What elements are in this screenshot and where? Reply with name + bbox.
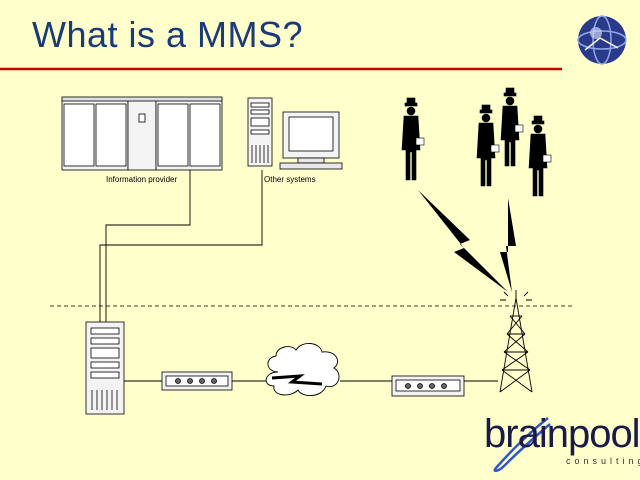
lightning-bolt-left-icon xyxy=(418,190,508,292)
modem-left-icon xyxy=(161,371,233,391)
person-icon xyxy=(401,97,425,181)
cell-tower-icon xyxy=(499,290,533,393)
person-icon xyxy=(500,87,524,167)
brand-name: brainpool xyxy=(484,412,640,456)
slide-title: What is a MMS? xyxy=(32,14,304,55)
other-systems-label: Other systems xyxy=(264,175,316,184)
other-systems-computer-icon xyxy=(247,97,343,170)
mobile-users-icon xyxy=(401,87,552,197)
brand-logo: brainpool consulting xyxy=(484,412,640,474)
network-cloud-icon xyxy=(265,343,340,396)
globe-logo-icon xyxy=(577,15,627,65)
modem-right-icon xyxy=(391,375,465,397)
brand-subtitle: consulting xyxy=(566,456,640,466)
brand-swoosh-icon xyxy=(493,417,551,472)
mms-server-tower-icon xyxy=(85,321,125,415)
information-provider-label: Information provider xyxy=(106,175,177,184)
lightning-bolt-right-icon xyxy=(500,198,516,292)
person-icon xyxy=(528,115,552,197)
information-provider-mainframe-icon xyxy=(61,96,223,171)
person-icon xyxy=(476,104,500,187)
connection-lines xyxy=(99,170,498,382)
wireless-signal-icons xyxy=(418,190,516,292)
